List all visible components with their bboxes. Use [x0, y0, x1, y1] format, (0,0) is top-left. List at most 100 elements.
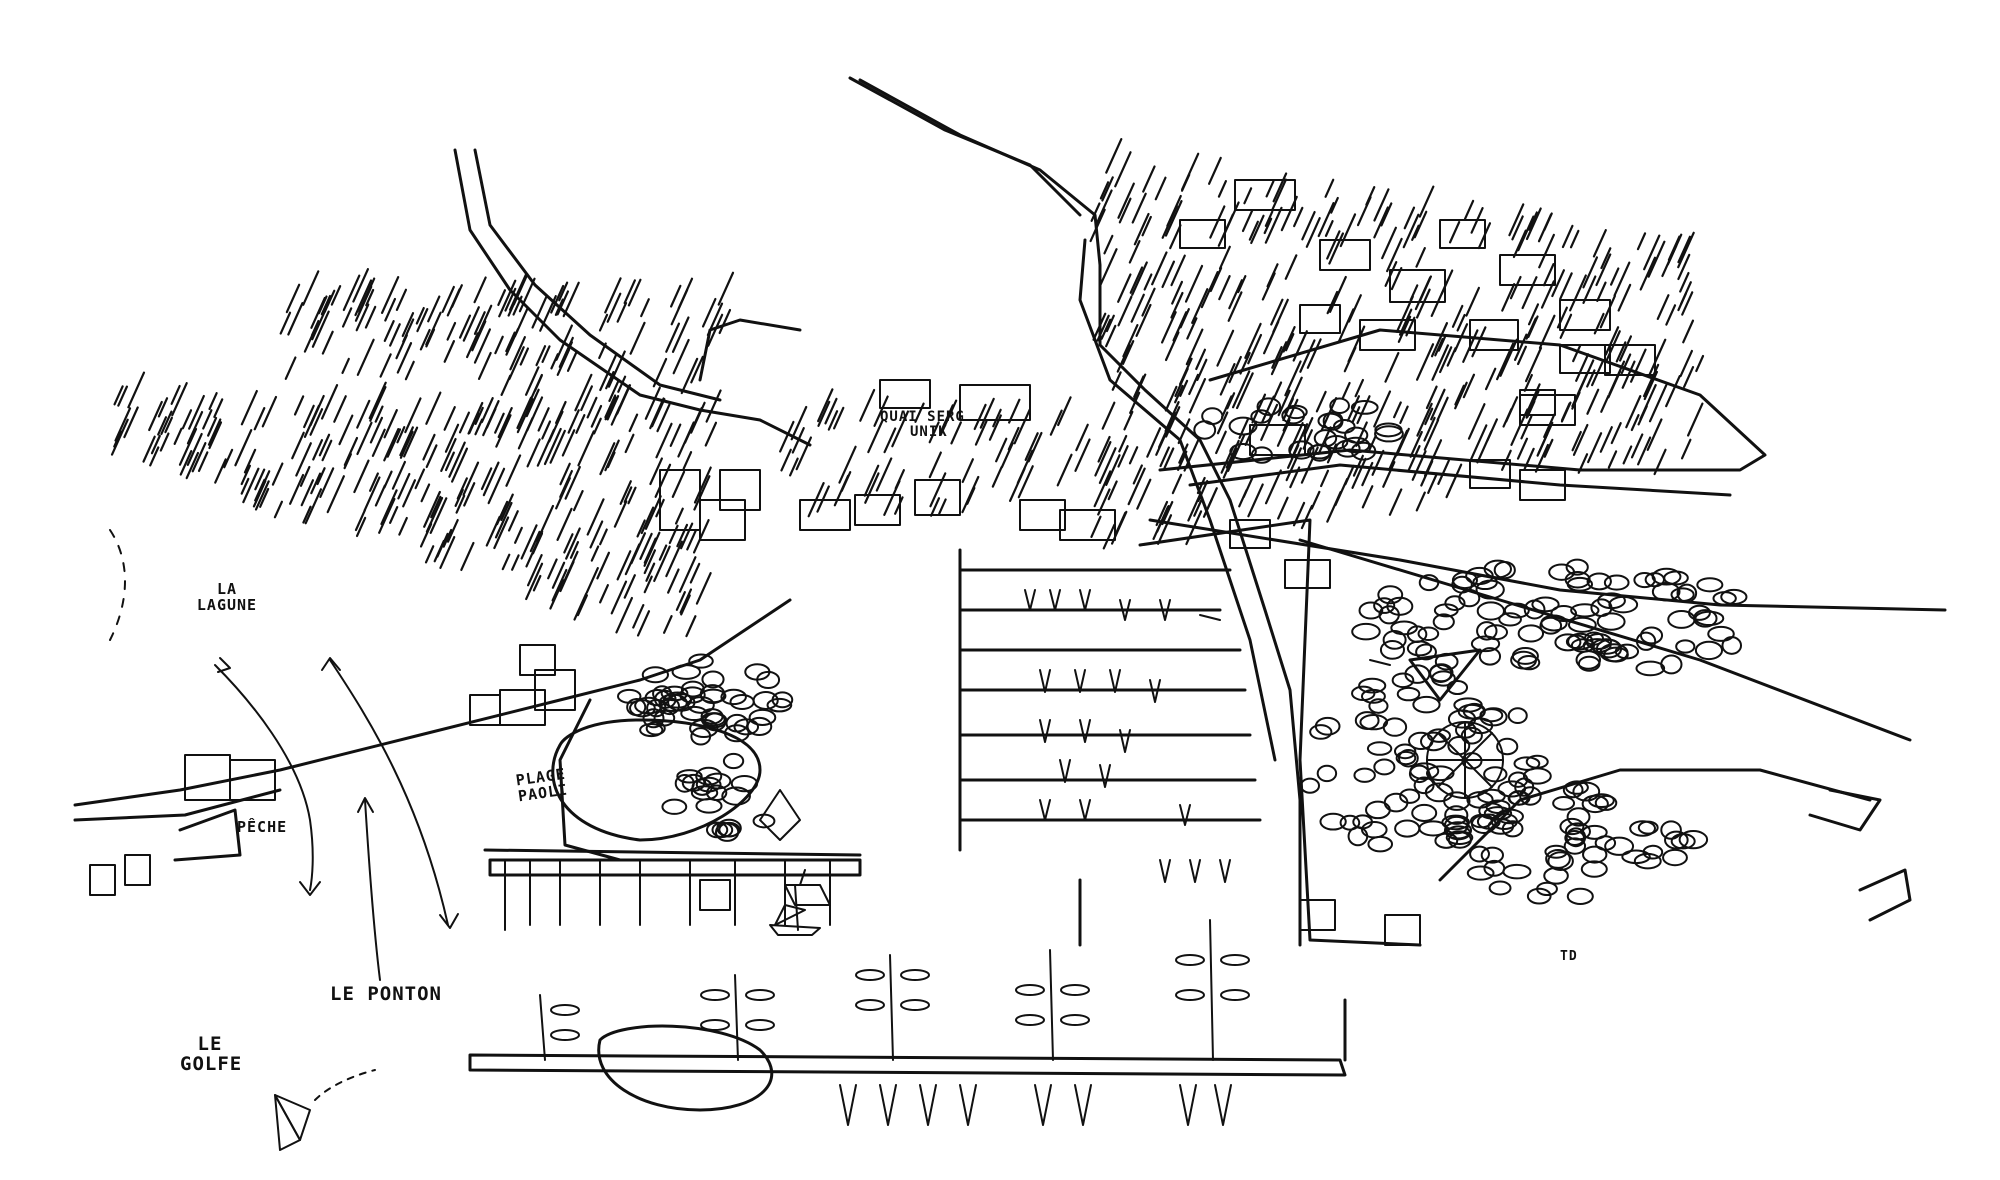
hatch-stroke	[1284, 360, 1302, 397]
tree-canopy	[1566, 887, 1594, 905]
sailboat-drawing	[769, 884, 821, 936]
hatch-stroke	[670, 288, 689, 326]
hatch-stroke	[1171, 473, 1183, 495]
hatch-stroke	[414, 468, 426, 490]
tree-canopy	[695, 766, 723, 786]
tree-canopy	[1472, 574, 1498, 591]
hatch-stroke	[1116, 344, 1131, 373]
hatch-stroke	[973, 403, 987, 431]
hatch-stroke	[1471, 326, 1487, 358]
hatch-stroke	[1237, 275, 1247, 294]
hatch-stroke	[526, 438, 541, 468]
hatch-stroke	[160, 410, 173, 436]
hatch-stroke	[1146, 427, 1162, 458]
hatch-stroke	[1261, 272, 1276, 301]
hatch-stroke	[383, 320, 395, 342]
hatch-stroke	[1107, 480, 1118, 501]
hatch-stroke	[1384, 351, 1400, 383]
hatch-stroke	[1315, 390, 1327, 413]
hatch-stroke	[614, 384, 631, 417]
hatch-stroke	[1467, 403, 1486, 440]
hatch-stroke	[604, 394, 617, 419]
hatch-stroke	[1289, 466, 1301, 489]
hatch-stroke	[1179, 308, 1190, 329]
hatch-stroke	[319, 467, 335, 499]
hatch-stroke	[1683, 365, 1695, 388]
tree-canopy	[1651, 582, 1681, 602]
hatch-stroke	[1097, 435, 1111, 463]
hatch-stroke	[1407, 445, 1421, 473]
tree-canopy	[617, 688, 642, 704]
hatch-stroke	[1207, 156, 1222, 185]
hatch-stroke	[1101, 176, 1114, 202]
hatch-stroke	[1123, 410, 1134, 431]
hatch-stroke	[613, 500, 628, 528]
tree-canopy	[1567, 632, 1594, 651]
hatch-stroke	[396, 426, 406, 444]
hatch-stroke	[636, 519, 646, 538]
hatch-stroke	[497, 289, 507, 307]
hatch-stroke	[1446, 347, 1457, 367]
tree-canopy	[1443, 791, 1471, 811]
hatch-stroke	[1284, 254, 1298, 280]
hatch-stroke	[148, 400, 163, 432]
hatch-stroke	[795, 436, 813, 471]
hatch-stroke	[1164, 401, 1180, 433]
hatch-stroke	[668, 524, 679, 545]
tree-canopy	[1411, 803, 1438, 822]
hatch-stroke	[1524, 383, 1541, 416]
tree-canopy	[1707, 625, 1735, 642]
hatch-stroke	[717, 271, 735, 306]
tree-canopy	[1433, 603, 1459, 618]
label-la-lagune: LA LAGUNE	[192, 581, 262, 614]
hatch-stroke	[1639, 256, 1657, 291]
tree-canopy	[748, 708, 777, 726]
tree-canopy	[701, 670, 725, 689]
hatch-stroke	[341, 307, 353, 328]
hatch-stroke	[864, 472, 880, 504]
hatch-stroke	[149, 446, 160, 467]
hatch-stroke	[1361, 485, 1374, 509]
hatch-stroke	[1118, 434, 1128, 453]
hatch-stroke	[1164, 331, 1180, 362]
hatch-stroke	[563, 550, 579, 583]
hatch-stroke	[1264, 469, 1282, 505]
tree-canopy	[1462, 702, 1486, 720]
hatch-stroke	[1209, 205, 1226, 239]
hatch-stroke	[701, 297, 717, 328]
hatch-stroke	[355, 516, 367, 538]
hatch-stroke	[1164, 200, 1183, 237]
hatch-stroke	[512, 295, 523, 316]
tree-canopy	[1413, 776, 1435, 795]
hatch-stroke	[164, 416, 173, 434]
hatch-stroke	[1049, 409, 1063, 436]
hatch-stroke	[690, 355, 704, 384]
hatch-stroke	[213, 398, 224, 419]
hatch-stroke	[1132, 464, 1143, 485]
tree-canopy	[1288, 440, 1315, 460]
tree-canopy	[674, 774, 695, 793]
hatch-stroke	[1174, 367, 1189, 398]
hatch-stroke	[636, 610, 651, 637]
lagoon-shoreline	[109, 529, 126, 641]
hatch-stroke	[1118, 197, 1132, 224]
hatch-stroke	[495, 414, 512, 448]
tree-canopy	[658, 693, 688, 712]
hatch-stroke	[1629, 348, 1647, 383]
tree-canopy	[1667, 610, 1696, 629]
hatch-stroke	[150, 434, 161, 455]
hatch-stroke	[1409, 284, 1419, 302]
hatch-stroke	[1132, 373, 1147, 401]
hatch-stroke	[1682, 319, 1695, 344]
tree-canopy	[1347, 826, 1369, 847]
tree-canopy	[1639, 626, 1664, 645]
hatch-stroke	[474, 406, 484, 425]
hatch-stroke	[1218, 275, 1231, 301]
hatch-stroke	[1250, 214, 1265, 245]
hatch-stroke	[616, 550, 632, 581]
hatch-stroke	[1454, 384, 1465, 406]
hatch-stroke	[494, 335, 504, 355]
hatch-stroke	[518, 277, 536, 313]
hatch-stroke	[396, 342, 413, 374]
hatch-stroke	[1142, 165, 1156, 193]
